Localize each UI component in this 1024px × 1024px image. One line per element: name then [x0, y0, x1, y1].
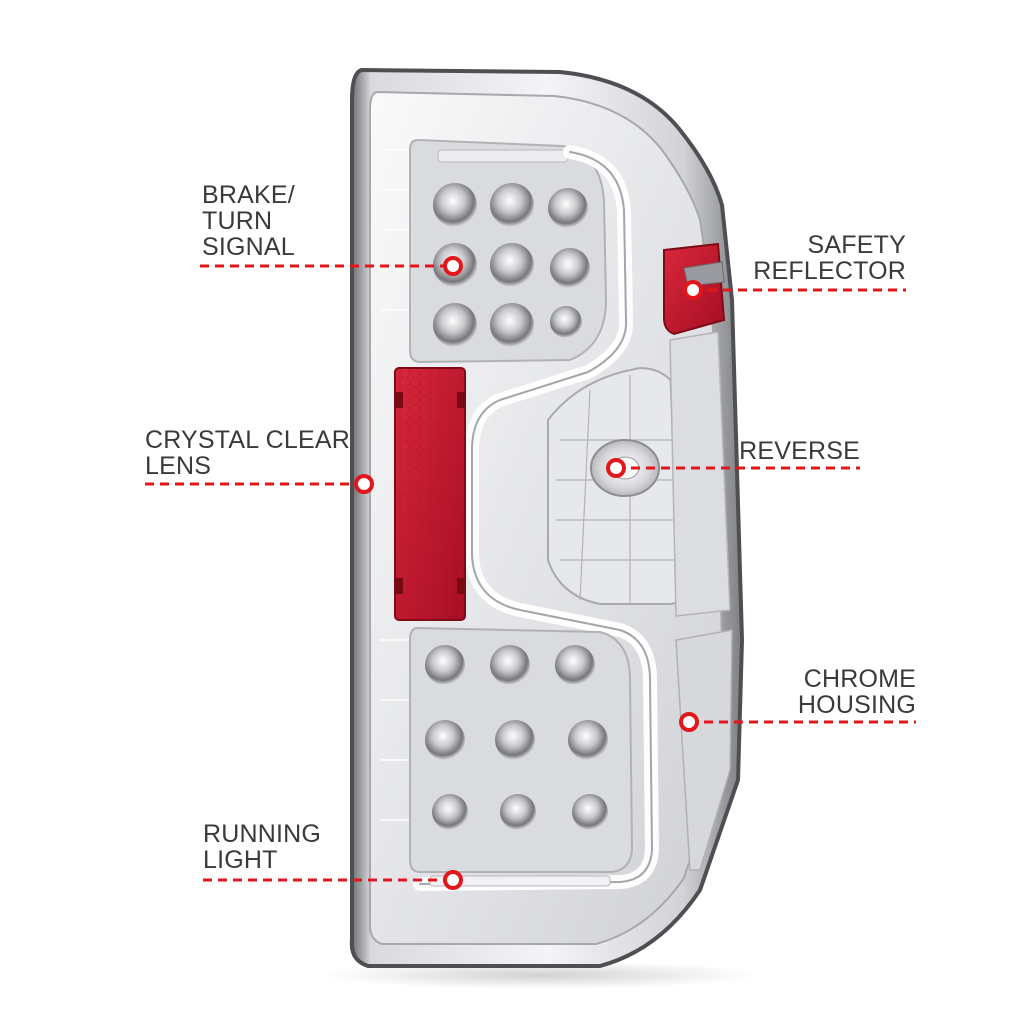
side-red-reflector-texture	[397, 370, 463, 618]
callout-crystal-lens	[145, 474, 374, 494]
label-brake-turn-signal: BRAKE/ TURN SIGNAL	[202, 181, 295, 261]
running-light-leds	[425, 645, 608, 830]
side-chrome-panel-lower	[675, 629, 733, 871]
side-chrome-panel	[669, 331, 731, 617]
brake-turn-leds	[433, 183, 590, 347]
light-bar-guide-edge	[419, 151, 653, 885]
label-crystal-clear-lens: CRYSTAL CLEAR LENS	[145, 426, 350, 480]
callout-running-light	[203, 870, 463, 890]
callout-marker	[443, 870, 463, 890]
callout-marker	[606, 458, 626, 478]
callout-marker	[443, 256, 463, 276]
callout-marker	[683, 280, 703, 300]
label-safety-reflector: SAFETY REFLECTOR	[753, 231, 906, 285]
callout-safety-reflector	[683, 280, 906, 300]
label-running-light: RUNNING LIGHT	[203, 820, 322, 874]
upper-led-strip	[437, 149, 569, 163]
label-chrome-housing: CHROME HOUSING	[797, 665, 916, 719]
callout-marker	[679, 712, 699, 732]
reflector-mount-tab	[683, 261, 725, 287]
callout-marker	[354, 474, 374, 494]
callout-brake-turn	[200, 256, 463, 276]
callout-reverse	[606, 458, 860, 478]
callout-chrome-housing	[679, 712, 916, 732]
reflector-clips	[395, 392, 465, 594]
label-reverse: REVERSE	[739, 437, 860, 465]
